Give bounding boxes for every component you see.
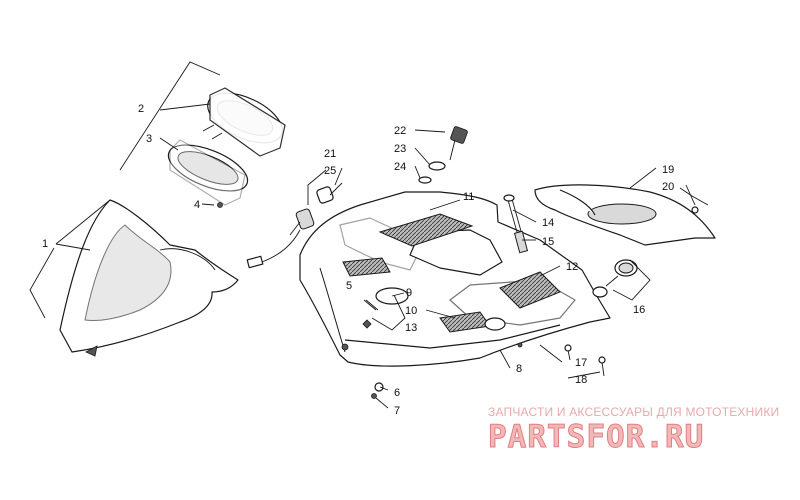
bolt-parts (503, 194, 529, 254)
callout-14: 14 (542, 217, 554, 229)
leader-lines (55, 103, 696, 409)
callout-9: 9 (406, 287, 412, 299)
gauge-assembly (167, 87, 286, 208)
callout-10: 10 (405, 305, 417, 317)
grille-parts (342, 213, 561, 333)
callout-23: 23 (394, 143, 406, 155)
callout-1: 1 (42, 238, 48, 250)
watermark-tagline: ЗАПЧАСТИ И АКСЕССУАРЫ ДЛЯ МОТОТЕХНИКИ (488, 405, 779, 419)
console-panel-part (299, 191, 611, 367)
screw-parts (362, 299, 606, 399)
callout-brackets (29, 61, 709, 331)
callout-11: 11 (463, 191, 474, 203)
callout-7: 7 (394, 405, 400, 417)
watermark: ЗАПЧАСТИ И АКСЕССУАРЫ ДЛЯ МОТОТЕХНИКИ PA… (488, 405, 780, 456)
callout-16: 16 (633, 304, 645, 316)
pad-tray-part (534, 184, 716, 246)
callout-5: 5 (346, 280, 352, 292)
grommet-part (592, 259, 638, 298)
callout-18: 18 (575, 374, 587, 386)
callout-24: 24 (394, 161, 406, 173)
callout-3: 3 (146, 133, 152, 145)
callout-6: 6 (394, 387, 400, 399)
switch-harness (246, 186, 334, 269)
callout-4: 4 (194, 199, 200, 211)
callout-12: 12 (566, 261, 578, 273)
callout-labels: 1 2 3 4 5 6 7 8 9 10 11 12 13 14 15 16 1… (42, 103, 674, 417)
watermark-logo: PARTSFOR.RU (488, 419, 704, 455)
callout-22: 22 (394, 125, 406, 137)
callout-25: 25 (324, 165, 336, 177)
callout-15: 15 (542, 236, 554, 248)
callout-8: 8 (516, 363, 522, 375)
callout-13: 13 (405, 322, 417, 334)
callout-17: 17 (575, 357, 587, 369)
callout-21: 21 (324, 148, 336, 160)
windshield-part (59, 199, 239, 357)
callout-2: 2 (138, 103, 144, 115)
callout-19: 19 (662, 164, 674, 176)
callout-20: 20 (662, 181, 674, 193)
knob-parts (418, 126, 468, 184)
